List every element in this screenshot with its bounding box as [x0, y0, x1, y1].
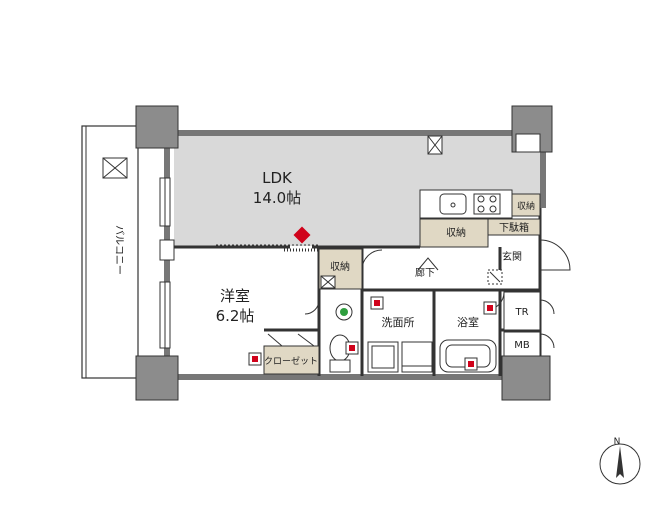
storage-kitchen-label: 収納 — [517, 200, 535, 212]
column-bottom-left — [135, 355, 179, 401]
north-compass-icon: N — [599, 437, 641, 485]
marker-diamond-icon — [293, 226, 311, 244]
refrigerator-icon — [427, 135, 443, 155]
storage-hall-label: 収納 — [446, 226, 466, 239]
storage-kitchen — [511, 193, 541, 217]
storage-western-label: 収納 — [330, 260, 350, 273]
mb-label: MB — [514, 340, 530, 351]
kitchen-counter — [419, 189, 513, 219]
balcony-vent-icon — [102, 157, 128, 179]
closet — [263, 345, 320, 375]
western-room-name: 洋室 — [220, 287, 250, 305]
washroom-label: 洗面所 — [382, 316, 415, 329]
ldk-area — [174, 136, 540, 246]
storage-vent-icon — [320, 275, 336, 289]
bathroom-label: 浴室 — [457, 315, 479, 329]
tr-label: TR — [514, 307, 528, 318]
column-bottom-right — [501, 355, 551, 401]
column-top-left — [135, 105, 179, 149]
compass-north-label: N — [614, 437, 621, 447]
balcony-label: バルコニー — [113, 225, 125, 275]
tr-box — [503, 291, 541, 331]
outlet-markers — [248, 296, 497, 371]
shoe-storage-label: 下駄箱 — [499, 221, 529, 234]
ldk-sliding-door — [216, 244, 320, 252]
hallway-label: 廊下 — [415, 266, 435, 279]
storage-hall — [419, 218, 489, 248]
mb-box — [503, 331, 541, 357]
ldk-size: 14.0帖 — [253, 189, 301, 207]
western-room-size: 6.2帖 — [216, 307, 255, 325]
window-western — [159, 281, 171, 349]
wash-basin-icon — [367, 341, 399, 373]
closet-label: クローゼット — [264, 355, 318, 367]
window-ldk — [159, 177, 171, 227]
shoe-storage — [487, 218, 541, 236]
entrance-label: 玄関 — [502, 250, 522, 263]
balcony — [81, 125, 139, 379]
sensor-icon — [335, 303, 353, 321]
entrance-floor — [487, 269, 503, 285]
washing-machine-icon — [401, 341, 433, 373]
ldk-name: LDK — [262, 169, 293, 187]
